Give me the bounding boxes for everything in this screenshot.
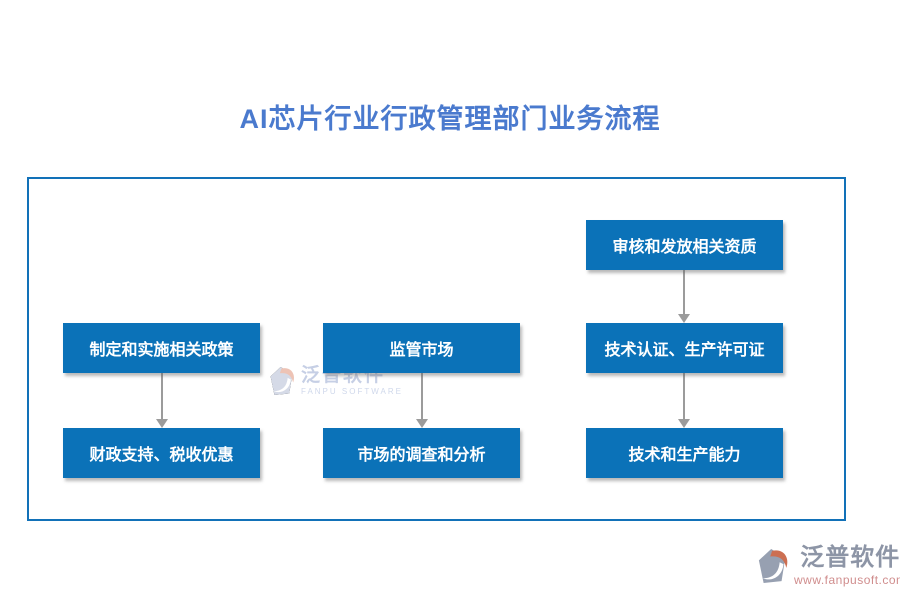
flow-box-formulate-policies: 制定和实施相关政策: [63, 323, 260, 373]
down-arrow: [415, 373, 429, 428]
arrow-shaft: [421, 373, 423, 421]
footer-website-link[interactable]: www.fanpusoft.com: [794, 573, 900, 587]
arrow-shaft: [161, 373, 163, 421]
flow-box-supervise-market: 监管市场: [323, 323, 520, 373]
footer-brand: 泛普软件: [800, 544, 900, 571]
flow-box-fiscal-support: 财政支持、税收优惠: [63, 428, 260, 478]
down-arrow: [155, 373, 169, 428]
page-title: AI芯片行业行政管理部门业务流程: [239, 104, 661, 134]
flow-box-tech-capacity: 技术和生产能力: [586, 428, 783, 478]
flow-box-review-qualifications: 审核和发放相关资质: [586, 220, 783, 270]
fanpu-logo-icon: [757, 546, 791, 586]
flow-box-market-research: 市场的调查和分析: [323, 428, 520, 478]
flowchart-frame: 泛普软件 FANPU SOFTWARE 审核和发放相关资质 制定和实施相关政策 …: [27, 177, 846, 521]
down-arrow: [677, 373, 691, 428]
fanpu-logo-icon: [269, 365, 297, 397]
arrow-head-icon: [678, 419, 690, 428]
fanpu-footer-logo[interactable]: 泛普软件 www.fanpusoft.com: [757, 544, 900, 587]
arrow-shaft: [683, 270, 685, 316]
down-arrow: [677, 270, 691, 323]
watermark-brand-en: FANPU SOFTWARE: [301, 387, 403, 396]
arrow-head-icon: [678, 314, 690, 323]
arrow-head-icon: [416, 419, 428, 428]
flow-box-tech-certification: 技术认证、生产许可证: [586, 323, 783, 373]
arrow-shaft: [683, 373, 685, 421]
arrow-head-icon: [156, 419, 168, 428]
